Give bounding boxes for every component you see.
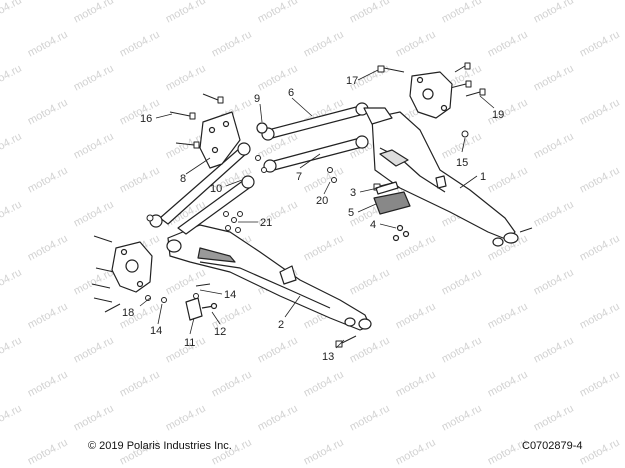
part-12-bolt [201, 302, 218, 310]
part-10-lower-trailing-arm [177, 175, 255, 235]
callout-17: 17 [346, 75, 358, 87]
callout-5: 5 [348, 207, 354, 219]
callout-9: 9 [254, 93, 260, 105]
callout-3: 3 [350, 187, 356, 199]
callout-18: 18 [122, 307, 134, 319]
leader-lines [139, 69, 495, 349]
part-6-upper-link [261, 102, 393, 141]
callout-8: 8 [180, 173, 186, 185]
copyright-notice: © 2019 Polaris Industries Inc. [88, 440, 232, 452]
part-9-bushing [256, 122, 268, 134]
bolts-group [91, 62, 533, 348]
callout-20: 20 [316, 195, 328, 207]
callout-4: 4 [370, 219, 376, 231]
part-18-left-knuckle [111, 241, 153, 293]
nuts-washers [145, 130, 469, 303]
callout-11: 11 [184, 337, 195, 349]
callout-10: 10 [210, 183, 222, 195]
callout-12: 12 [214, 326, 226, 338]
callout-19: 19 [492, 109, 504, 121]
callout-13: 13 [322, 351, 334, 363]
callout-layer: 1 2 3 4 5 6 7 8 9 10 11 12 13 14 14 15 1… [122, 75, 504, 363]
callout-7: 7 [296, 171, 302, 183]
part-2-lower-arm-left [166, 224, 372, 331]
callout-16: 16 [140, 113, 152, 125]
callout-6: 6 [288, 87, 294, 99]
part-4-fasteners [392, 224, 410, 242]
callout-14a: 14 [150, 325, 162, 337]
callout-15: 15 [456, 157, 468, 169]
callout-2: 2 [278, 319, 284, 331]
callout-14b: 14 [224, 289, 236, 301]
callout-1: 1 [480, 171, 486, 183]
part-1-lower-arm-right [371, 111, 519, 247]
part-8-upper-trailing-arm [149, 142, 251, 228]
part-11-shim [185, 297, 203, 321]
callout-21: 21 [260, 217, 272, 229]
part-5-shim-block [373, 191, 411, 215]
part-7-lower-link [263, 135, 369, 173]
part-16-bracket-plate [199, 111, 241, 169]
part-3-pin [375, 181, 399, 195]
part-19-right-knuckle [409, 71, 453, 119]
diagram-code: C0702879-4 [522, 440, 583, 452]
